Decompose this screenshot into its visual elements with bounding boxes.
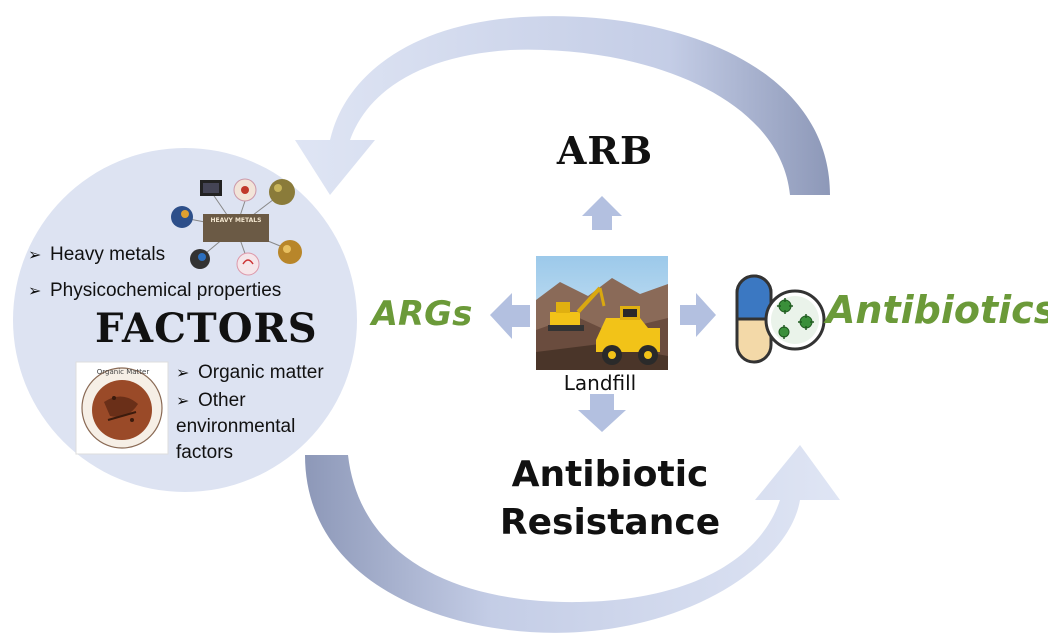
heavy-metals-inset-title: HEAVY METALS [203, 214, 269, 242]
arrow-down-icon [578, 394, 626, 432]
factor-bullet-continuation: environmental [176, 416, 296, 437]
factor-bullet: ➢ Organic matter [176, 362, 324, 384]
organic-matter-inset-title: Organic Matter [96, 368, 150, 376]
antibiotic-resistance-label: Antibiotic Resistance [475, 451, 745, 547]
bacteria-icon [764, 289, 826, 351]
factor-bullet-text: Physicochemical properties [50, 280, 282, 301]
bullet-arrow-icon: ➢ [28, 247, 42, 264]
antibiotic-resistance-line2: Resistance [499, 502, 721, 543]
antibiotic-resistance-line1: Antibiotic [511, 454, 709, 495]
factors-title: FACTORS [95, 305, 318, 352]
bullet-arrow-icon: ➢ [176, 365, 190, 382]
antibiotics-label: Antibiotics [826, 288, 1048, 332]
factor-bullet: ➢ Physicochemical properties [28, 280, 281, 302]
excavator-icon [548, 286, 606, 331]
arrow-up-icon [582, 196, 622, 230]
factor-bullet-text: Organic matter [198, 362, 324, 383]
capsule-icon [735, 274, 773, 364]
bullet-arrow-icon: ➢ [28, 283, 42, 300]
factor-bullet-text: Other [198, 390, 246, 411]
bottom-cycle-arrow [305, 445, 840, 633]
args-label: ARGs [371, 294, 473, 334]
factor-bullet: ➢ Other [176, 390, 246, 412]
arrow-right-icon [680, 293, 716, 337]
landfill-label: Landfill [563, 371, 637, 395]
factor-bullet-continuation: factors [176, 442, 234, 463]
factor-bullet: ➢ Heavy metals [28, 244, 165, 266]
bulldozer-icon [596, 306, 660, 365]
factor-bullet-text: Heavy metals [50, 244, 166, 265]
arrow-left-icon [490, 293, 530, 339]
landfill-image [536, 256, 668, 370]
arb-label: ARB [556, 128, 654, 173]
organic-matter-inset [75, 361, 169, 455]
top-cycle-arrow [295, 16, 830, 195]
bullet-arrow-icon: ➢ [176, 393, 190, 410]
